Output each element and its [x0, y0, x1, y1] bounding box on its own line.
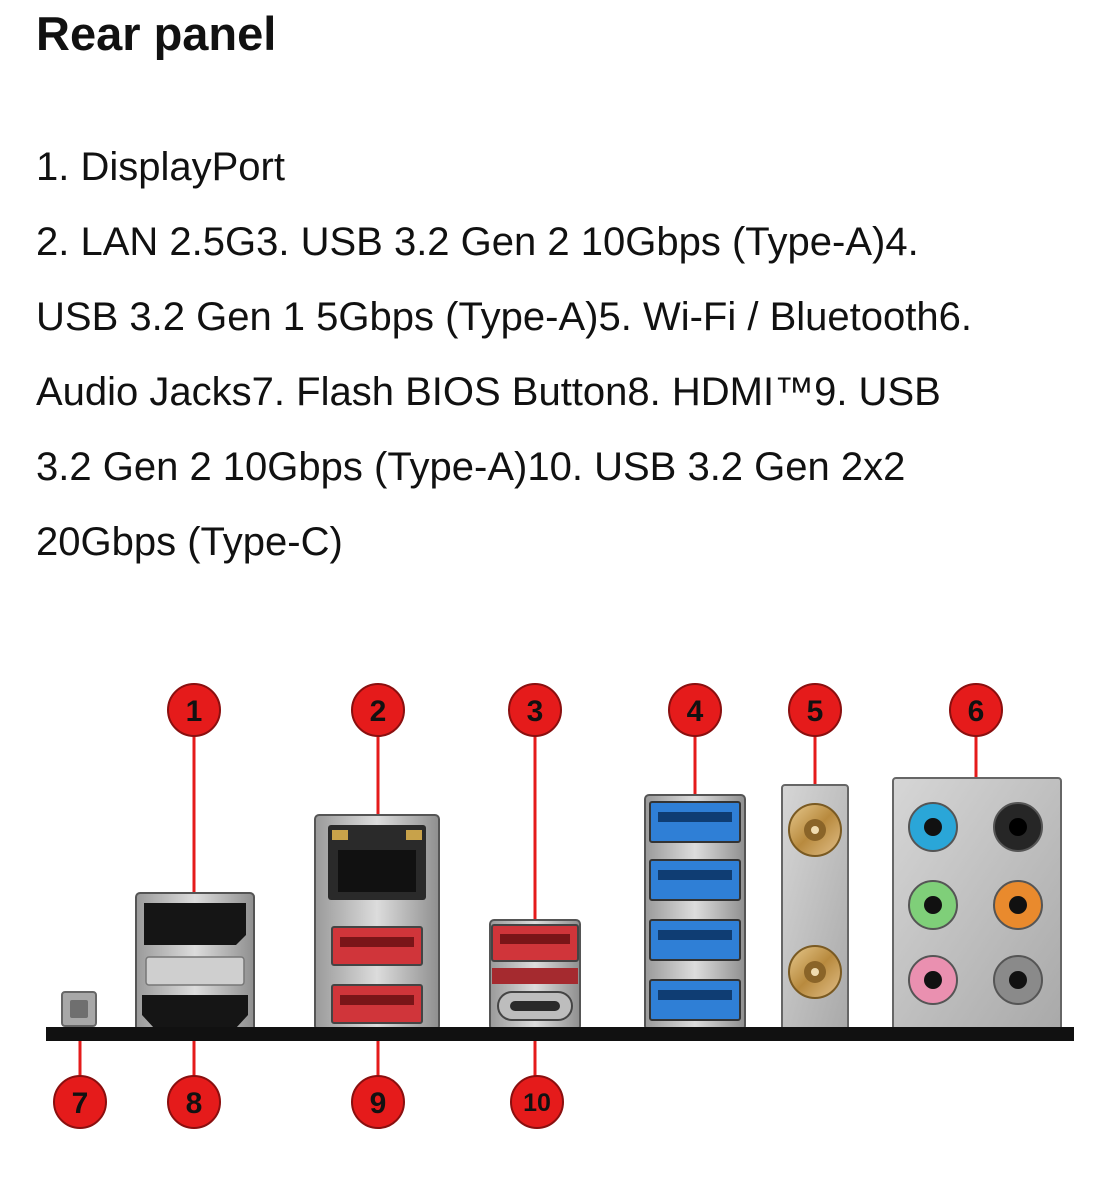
badge-8-label: 8	[186, 1087, 203, 1120]
badge-1-label: 1	[186, 695, 203, 728]
badge-5: 5	[788, 683, 842, 737]
badge-10: 10	[510, 1075, 564, 1129]
badge-2: 2	[351, 683, 405, 737]
displayport-hdmi-stack	[135, 892, 255, 1034]
badge-3: 3	[508, 683, 562, 737]
text-line: 2. LAN 2.5G3. USB 3.2 Gen 2 10Gbps (Type…	[36, 220, 919, 264]
lan-usb-stack	[314, 814, 440, 1031]
usb-blue-stack	[644, 794, 746, 1031]
leader-lines	[78, 735, 978, 1082]
text-line: Audio Jacks7. Flash BIOS Button8. HDMI™9…	[36, 370, 941, 414]
displayport-connector	[144, 903, 246, 945]
audio-jack-plate	[892, 777, 1062, 1031]
hdmi-connector	[142, 995, 248, 1028]
text-line: USB 3.2 Gen 1 5Gbps (Type-A)5. Wi-Fi / B…	[36, 295, 972, 339]
badge-4-label: 4	[687, 695, 704, 728]
badge-5-label: 5	[807, 695, 824, 728]
badge-1: 1	[167, 683, 221, 737]
usb-typec-stack	[489, 919, 581, 1031]
badge-4: 4	[668, 683, 722, 737]
text-line: 20Gbps (Type-C)	[36, 520, 343, 564]
wifi-antenna-plate	[781, 784, 849, 1031]
badge-6: 6	[949, 683, 1003, 737]
badge-7-label: 7	[72, 1087, 89, 1120]
badge-2-label: 2	[370, 695, 387, 728]
panel-baseline	[46, 1027, 1074, 1041]
badge-6-label: 6	[968, 695, 985, 728]
page-title: Rear panel	[36, 7, 277, 60]
flash-bios-button	[61, 991, 97, 1027]
badge-10-label: 10	[523, 1089, 551, 1117]
badge-7: 7	[53, 1075, 107, 1129]
badge-3-label: 3	[527, 695, 544, 728]
text-line: 3.2 Gen 2 10Gbps (Type-A)10. USB 3.2 Gen…	[36, 445, 906, 489]
port-list-paragraph: 1. DisplayPort 2. LAN 2.5G3. USB 3.2 Gen…	[36, 130, 1096, 580]
rear-panel-diagram: 1 2 3 4 5 6 7 8 9 10	[46, 683, 1074, 1129]
badge-9-label: 9	[370, 1087, 387, 1120]
badge-9: 9	[351, 1075, 405, 1129]
badge-8: 8	[167, 1075, 221, 1129]
text-line: 1. DisplayPort	[36, 145, 285, 189]
